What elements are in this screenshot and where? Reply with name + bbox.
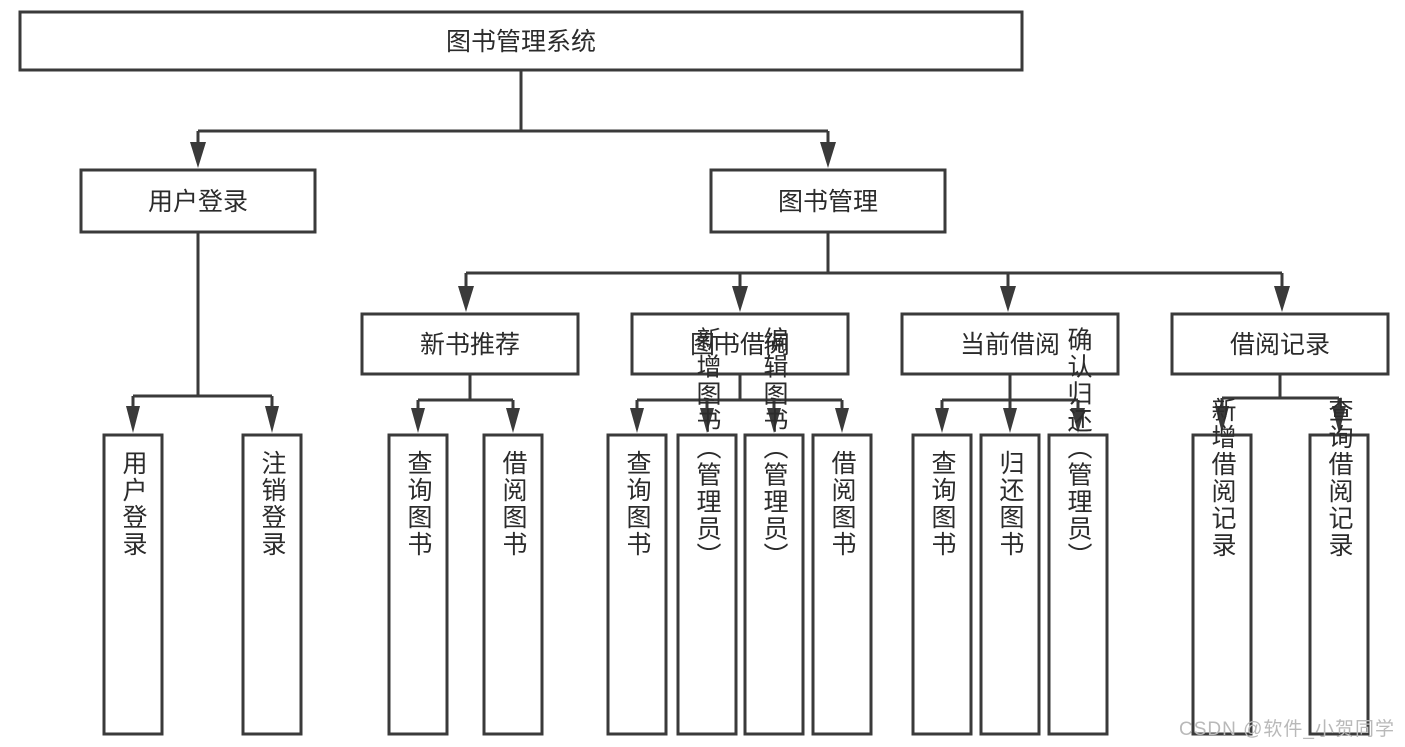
arrowhead-leaf-logout [265,406,279,433]
node-book-manage-label: 图书管理 [778,188,878,216]
arrowhead-currentborrow-leaf-2 [1003,408,1017,433]
arrowhead-bookborrow-leaf-1 [630,408,644,433]
leaf-book-borrow-4-label: 借阅图书 [828,450,857,558]
leaf-new-book-2-label: 借阅图书 [499,450,528,558]
leaf-user-login-1-label: 用户登录 [119,450,148,558]
arrowhead-bookborrow [732,286,748,312]
leaf-new-book-1-box[interactable] [387,433,449,736]
leaf-book-borrow-1-box[interactable] [606,433,668,736]
arrowhead-bookborrow-leaf-3 [767,408,781,433]
node-current-borrow-label: 当前借阅 [960,331,1060,359]
node-borrow-record-box[interactable] [1170,312,1390,376]
leaf-borrow-record-1-label: 新增借阅记录 [1208,397,1237,559]
arrowhead-user-login [190,142,206,168]
leaf-current-borrow-1-box[interactable] [911,433,973,736]
arrowhead-book-manage [820,142,836,168]
leaf-book-borrow-1[interactable]: 查询图书 [606,433,668,736]
node-root[interactable]: 图书管理系统 [18,10,1024,72]
leaf-current-borrow-1-label: 查询图书 [928,450,957,558]
leaf-book-borrow-4[interactable]: 借阅图书 [811,433,873,736]
arrowhead-currentborrow-leaf-1 [935,408,949,433]
arrowhead-borrowrecord-leaf-2 [1332,406,1346,433]
leaf-current-borrow-2-label: 归还图书 [996,450,1025,558]
leaf-current-borrow-2-box[interactable] [979,433,1041,736]
arrowhead-currentborrow [1000,286,1016,312]
node-root-box[interactable] [18,10,1024,72]
leaf-user-login-2-label: 注销登录 [258,450,287,558]
arrowhead-newbook [458,286,474,312]
leaf-new-book-1[interactable]: 查询图书 [387,433,449,736]
leaf-current-borrow-3[interactable]: 确认归还（管理员） [1047,327,1109,736]
leaf-user-login-2-box[interactable] [241,433,303,736]
node-book-manage-box[interactable] [709,168,947,234]
arrowhead-newbook-leaf-1 [411,408,425,433]
leaf-borrow-record-2-label: 查询借阅记录 [1325,397,1354,559]
node-book-manage[interactable]: 图书管理 [709,168,947,234]
leaf-user-login-1-box[interactable] [102,433,164,736]
arrowhead-leaf-user-login [126,406,140,433]
node-current-borrow-box[interactable] [900,312,1120,376]
leaf-book-borrow-3[interactable]: 编辑图书（管理员） [743,327,805,736]
node-book-borrow-label: 图书借阅 [690,331,790,359]
leaf-new-book-2[interactable]: 借阅图书 [482,433,544,736]
leaf-new-book-2-box[interactable] [482,433,544,736]
leaf-book-borrow-3-box[interactable] [743,433,805,736]
node-book-borrow[interactable]: 图书借阅 [630,312,850,376]
leaf-book-borrow-2-label: 新增图书（管理员） [693,327,722,570]
connector-layer [126,70,1346,433]
leaf-book-borrow-2[interactable]: 新增图书（管理员） [676,327,738,736]
leaf-book-borrow-3-label: 编辑图书（管理员） [760,327,789,570]
leaf-current-borrow-3-box[interactable] [1047,433,1109,736]
node-new-book-recommend[interactable]: 新书推荐 [360,312,580,376]
node-borrow-record-label: 借阅记录 [1230,331,1330,359]
arrowhead-borrowrecord-leaf-1 [1215,406,1229,433]
arrowhead-bookborrow-leaf-4 [835,408,849,433]
leaf-user-login-2[interactable]: 注销登录 [241,433,303,736]
node-user-login-box[interactable] [79,168,317,234]
leaf-current-borrow-1[interactable]: 查询图书 [911,433,973,736]
node-user-login-label: 用户登录 [148,188,248,216]
arrowhead-borrowrecord [1274,286,1290,312]
leaf-borrow-record-1-box[interactable] [1191,433,1253,736]
leaf-borrow-record-2-box[interactable] [1308,433,1370,736]
node-borrow-record[interactable]: 借阅记录 [1170,312,1390,376]
leaf-borrow-record-2[interactable]: 查询借阅记录 [1308,397,1370,736]
node-user-login[interactable]: 用户登录 [79,168,317,234]
leaf-user-login-1[interactable]: 用户登录 [102,433,164,736]
arrowhead-currentborrow-leaf-3 [1071,408,1085,433]
node-new-book-recommend-box[interactable] [360,312,580,376]
arrowhead-newbook-leaf-2 [506,408,520,433]
arrowhead-bookborrow-leaf-2 [700,408,714,433]
leaf-book-borrow-4-box[interactable] [811,433,873,736]
node-book-borrow-box[interactable] [630,312,850,376]
node-new-book-recommend-label: 新书推荐 [420,331,520,359]
leaf-current-borrow-3-label: 确认归还（管理员） [1064,327,1093,570]
node-root-label: 图书管理系统 [446,28,596,56]
leaf-new-book-1-label: 查询图书 [404,450,433,558]
leaf-book-borrow-2-box[interactable] [676,433,738,736]
leaf-current-borrow-2[interactable]: 归还图书 [979,433,1041,736]
leaf-borrow-record-1[interactable]: 新增借阅记录 [1191,397,1253,736]
leaf-book-borrow-1-label: 查询图书 [623,450,652,558]
node-current-borrow[interactable]: 当前借阅 [900,312,1120,376]
